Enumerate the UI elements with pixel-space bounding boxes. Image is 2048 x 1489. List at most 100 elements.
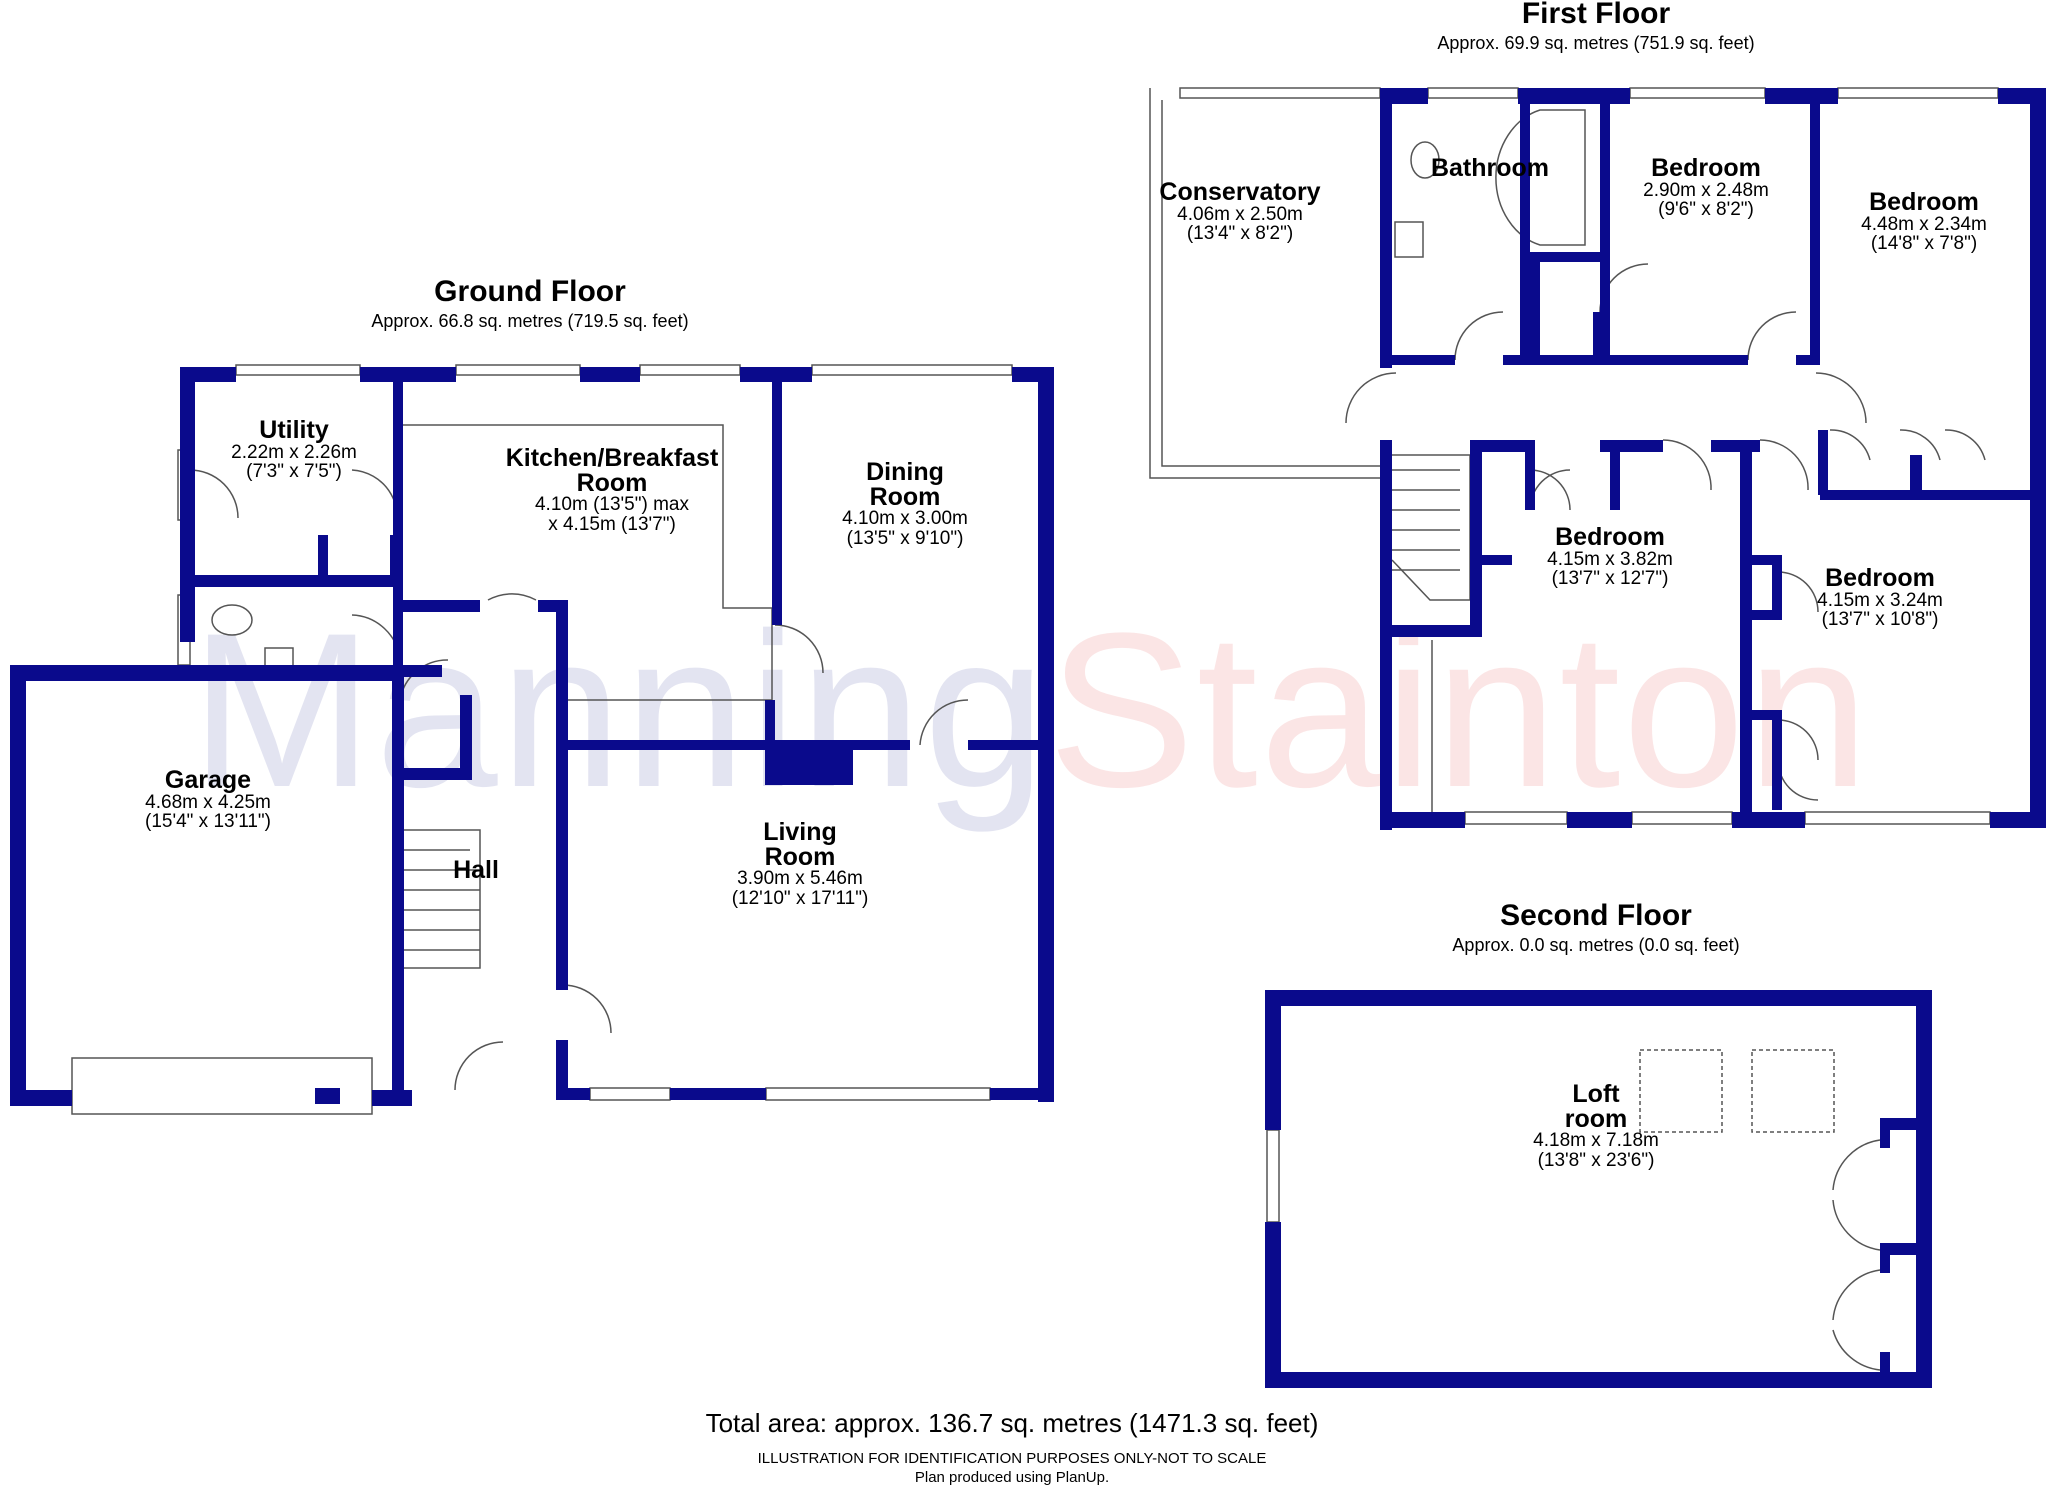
- window: [1804, 811, 1991, 825]
- wall: [1916, 990, 1932, 1388]
- loft-doors: [1832, 1269, 1881, 1371]
- room-name: Loft: [1572, 1080, 1620, 1108]
- wall: [740, 367, 812, 382]
- wall: [1818, 430, 1828, 495]
- window: [1266, 1129, 1280, 1223]
- wall: [1910, 455, 1922, 495]
- room-dimensions-imperial: (13'7" x 10'8"): [1821, 609, 1939, 631]
- wall: [1380, 440, 1392, 830]
- wall: [1593, 312, 1603, 362]
- ground-floor-title: Ground Floor: [434, 275, 626, 308]
- wall: [402, 768, 472, 780]
- room-dimensions-imperial: (15'4" x 13'11"): [144, 811, 272, 833]
- wall: [1380, 355, 1455, 365]
- wall: [1610, 440, 1620, 510]
- room-bathroom: Bathroom: [1431, 156, 1549, 181]
- door-swing: [1345, 372, 1397, 424]
- room-dimensions-imperial: (12'10" x 17'11"): [731, 887, 869, 909]
- bathroom-sink: [1394, 221, 1424, 258]
- ground-floor-area: Approx. 66.8 sq. metres (719.5 sq. feet): [371, 311, 689, 331]
- loft-doors: [1832, 1139, 1881, 1251]
- conservatory-frame-inner: [1161, 100, 1385, 467]
- room-utility: Utility 2.22m x 2.26m (7'3" x 7'5"): [231, 418, 357, 482]
- wall: [180, 367, 236, 382]
- room-name: Living: [763, 818, 837, 846]
- stair-treads: [1392, 469, 1460, 571]
- velux-window: [1639, 1049, 1723, 1133]
- room-name: Room: [576, 468, 648, 497]
- wall: [1752, 610, 1782, 620]
- room-dimensions-imperial: (13'5" x 9'10"): [846, 527, 964, 549]
- wall: [1610, 355, 1748, 365]
- wall: [10, 665, 398, 681]
- room-hall: Hall: [453, 858, 499, 883]
- room-living: Living Room 3.90m x 5.46m (12'10" x 17'1…: [732, 820, 869, 909]
- room-name: Hall: [453, 856, 499, 884]
- window: [639, 364, 741, 376]
- wall: [460, 695, 472, 777]
- velux-window: [1751, 1049, 1835, 1133]
- second-floor-area: Approx. 0.0 sq. metres (0.0 sq. feet): [1452, 935, 1740, 955]
- room-dimensions-metric: 4.10m x 3.00m: [842, 508, 968, 529]
- window: [235, 364, 361, 376]
- disclaimer: ILLUSTRATION FOR IDENTIFICATION PURPOSES…: [757, 1450, 1267, 1467]
- room-loft: Loft room 4.18m x 7.18m (13'8" x 23'6"): [1533, 1082, 1659, 1171]
- room-bedroom-b: Bedroom 4.48m x 2.34m (14'8" x 7'8"): [1861, 190, 1987, 254]
- window: [811, 364, 1013, 376]
- room-name: Utility: [259, 416, 329, 444]
- door-swing: [487, 593, 537, 601]
- room-dimensions-imperial: (13'7" x 12'7"): [1551, 568, 1669, 590]
- wall: [393, 367, 403, 677]
- door-swing: [189, 469, 239, 519]
- room-bedroom-d: Bedroom 4.15m x 3.24m (13'7" x 10'8"): [1817, 566, 1943, 630]
- wall: [1880, 1352, 1890, 1377]
- room-name: Bedroom: [1555, 523, 1665, 551]
- wall: [1392, 625, 1482, 637]
- room-name: Room: [764, 842, 836, 871]
- second-floor-title: Second Floor: [1500, 899, 1692, 932]
- room-name: room: [1564, 1104, 1628, 1133]
- wall: [1265, 1222, 1281, 1387]
- wall: [1752, 555, 1782, 565]
- window: [1631, 811, 1733, 825]
- room-name: Bedroom: [1825, 564, 1935, 592]
- wall: [556, 740, 771, 750]
- wall: [1482, 555, 1512, 565]
- wall: [1772, 710, 1782, 810]
- wall: [1740, 440, 1752, 820]
- room-dimensions-imperial: (13'8" x 23'6"): [1537, 1149, 1655, 1171]
- door-swing: [562, 984, 612, 1034]
- wall: [318, 535, 328, 580]
- wardrobe-doors: [1829, 429, 1986, 461]
- wall: [392, 665, 404, 1105]
- room-bedroom-c: Bedroom 4.15m x 3.82m (13'7" x 12'7"): [1547, 525, 1673, 589]
- room-name: Bedroom: [1869, 188, 1979, 216]
- wall: [1530, 252, 1600, 262]
- wall: [670, 1088, 766, 1100]
- room-name: Kitchen/Breakfast: [505, 444, 719, 472]
- window: [765, 1087, 991, 1101]
- room-dimensions-metric: 4.15m x 3.24m: [1817, 589, 1943, 611]
- wall: [1380, 88, 1392, 368]
- room-dimensions-metric: 4.06m x 2.50m: [1177, 203, 1303, 225]
- wall: [1380, 812, 1465, 828]
- room-name: Dining: [866, 458, 944, 486]
- room-kitchen: Kitchen/Breakfast Room 4.10m (13'5") max…: [506, 446, 719, 535]
- wall: [195, 575, 400, 587]
- window: [455, 364, 581, 376]
- toilet: [211, 604, 253, 636]
- wall: [10, 665, 26, 1105]
- room-dimensions-imperial: (13'4" x 8'2"): [1186, 223, 1294, 245]
- wall: [1265, 990, 1281, 1130]
- wall: [180, 582, 195, 642]
- wall: [1265, 1372, 1932, 1388]
- window: [1464, 811, 1568, 825]
- wall: [1265, 990, 1932, 1006]
- room-conservatory: Conservatory 4.06m x 2.50m (13'4" x 8'2"…: [1159, 180, 1320, 244]
- room-dimensions-imperial: (7'3" x 7'5"): [246, 461, 342, 483]
- room-garage: Garage 4.68m x 4.25m (15'4" x 13'11"): [145, 768, 271, 832]
- watermark-manning: Manning: [190, 587, 1048, 833]
- wall: [1567, 812, 1632, 828]
- wall: [1765, 88, 1838, 104]
